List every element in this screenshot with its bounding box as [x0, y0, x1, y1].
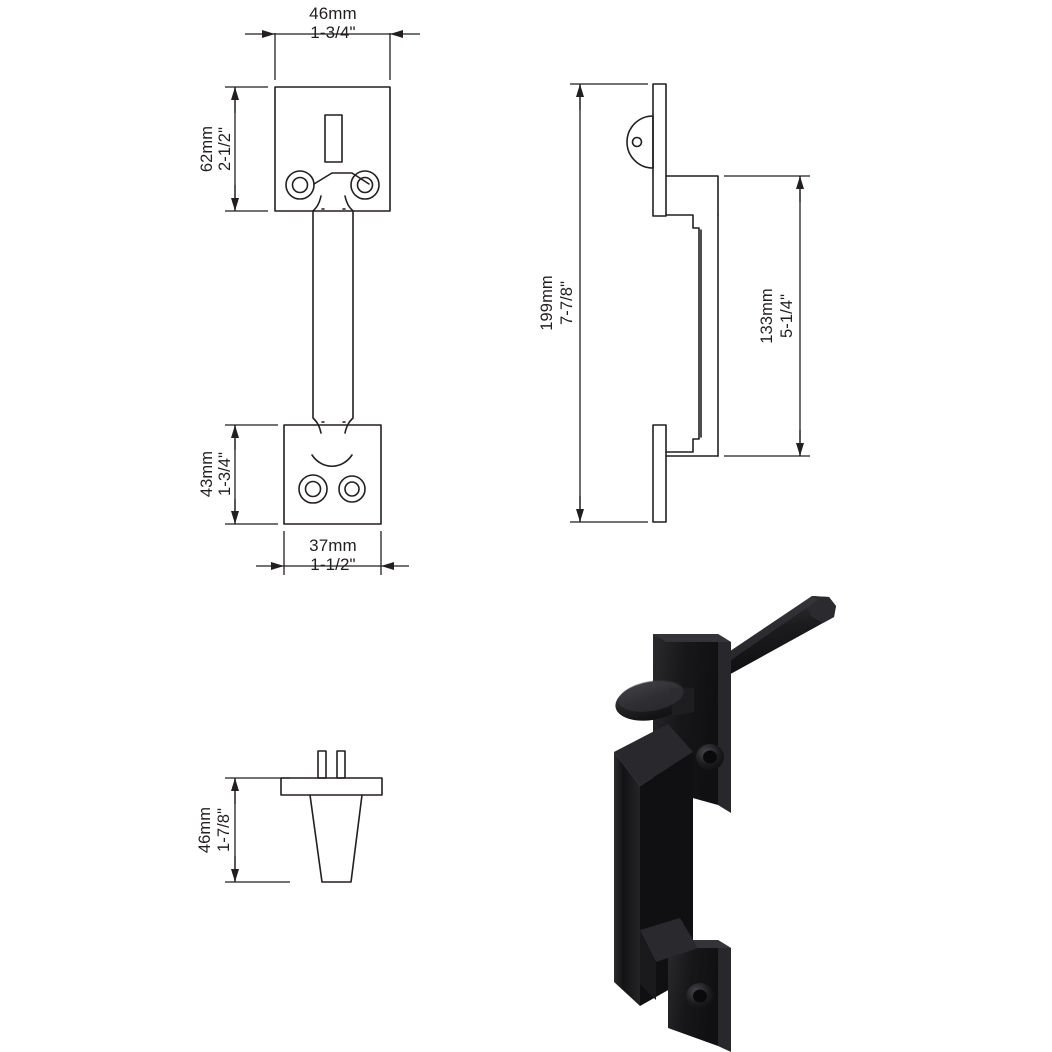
dimension-grip-height	[724, 175, 810, 457]
side-grip-inner-return	[665, 214, 700, 453]
spindle-prong-left	[317, 750, 327, 779]
spindle-flange	[280, 777, 383, 796]
render-grip-column	[614, 724, 693, 1006]
dim-label-1-7-8-inch: 1-7/8"	[215, 808, 233, 852]
top-plate-screw-left-inner	[291, 176, 309, 194]
bottom-plate-screw-right-inner	[344, 481, 360, 497]
side-backplate-upper	[652, 83, 667, 217]
render-lower-elbow	[640, 918, 698, 1000]
dim-label-46mm-spindle: 46mm	[196, 807, 214, 853]
dim-label-5-1-4-inch: 5-1/4"	[778, 294, 796, 338]
top-plate-screw-left-outer	[285, 170, 315, 200]
bottom-plate-screw-left-inner	[304, 480, 322, 498]
render-upper-screw	[696, 744, 724, 770]
spindle-taper-body	[309, 794, 363, 883]
spindle-prong-right	[336, 750, 346, 779]
dim-label-7-7-8-inch: 7-7/8"	[558, 281, 576, 325]
dim-label-1-3-4-inch-lower: 1-3/4"	[216, 452, 234, 496]
render-lever-arm	[705, 596, 836, 682]
bottom-plate-arc	[311, 454, 353, 468]
dim-label-133mm: 133mm	[758, 288, 776, 344]
shaft-left-edge	[312, 195, 322, 434]
dimension-bottom-plate-width	[256, 531, 409, 575]
dimension-spindle-height	[225, 777, 290, 883]
dim-label-43mm: 43mm	[198, 451, 216, 497]
top-plate-screw-right-outer	[350, 170, 380, 200]
side-grip-upper-shelf	[665, 175, 719, 216]
dimension-bottom-plate-height	[225, 424, 278, 525]
shaft-right-edge	[344, 195, 354, 434]
top-plate-outline	[274, 86, 391, 212]
dim-label-1-3-4-inch: 1-3/4"	[310, 23, 355, 42]
dim-label-199mm: 199mm	[538, 275, 556, 331]
dimension-overall-height	[570, 83, 648, 523]
dim-label-46mm: 46mm	[309, 4, 357, 23]
side-thumbpiece	[626, 115, 654, 169]
dimension-top-plate-height	[225, 86, 268, 212]
dim-label-37mm: 37mm	[309, 536, 357, 555]
dim-label-62mm: 62mm	[198, 126, 216, 172]
top-plate-screw-right-inner	[356, 176, 374, 194]
bottom-plate-screw-right-outer	[338, 475, 366, 503]
spindle-detail-view	[280, 750, 383, 883]
dim-label-1-1-2-inch: 1-1/2"	[310, 555, 355, 574]
front-elevation-view	[274, 86, 391, 525]
top-plate-slot	[324, 114, 343, 163]
bottom-plate-screw-left-outer	[298, 474, 328, 504]
dim-label-2-1-2-inch: 2-1/2"	[216, 127, 234, 171]
render-lower-screw	[686, 983, 714, 1009]
side-profile-view	[626, 83, 719, 523]
product-3d-render-view	[614, 596, 836, 1052]
bottom-plate-outline	[283, 424, 382, 525]
side-thumbpiece-hole	[631, 136, 643, 148]
side-backplate-lower	[652, 424, 667, 523]
dimension-top-plate-width	[245, 30, 420, 80]
render-thumb-lever	[615, 680, 694, 721]
